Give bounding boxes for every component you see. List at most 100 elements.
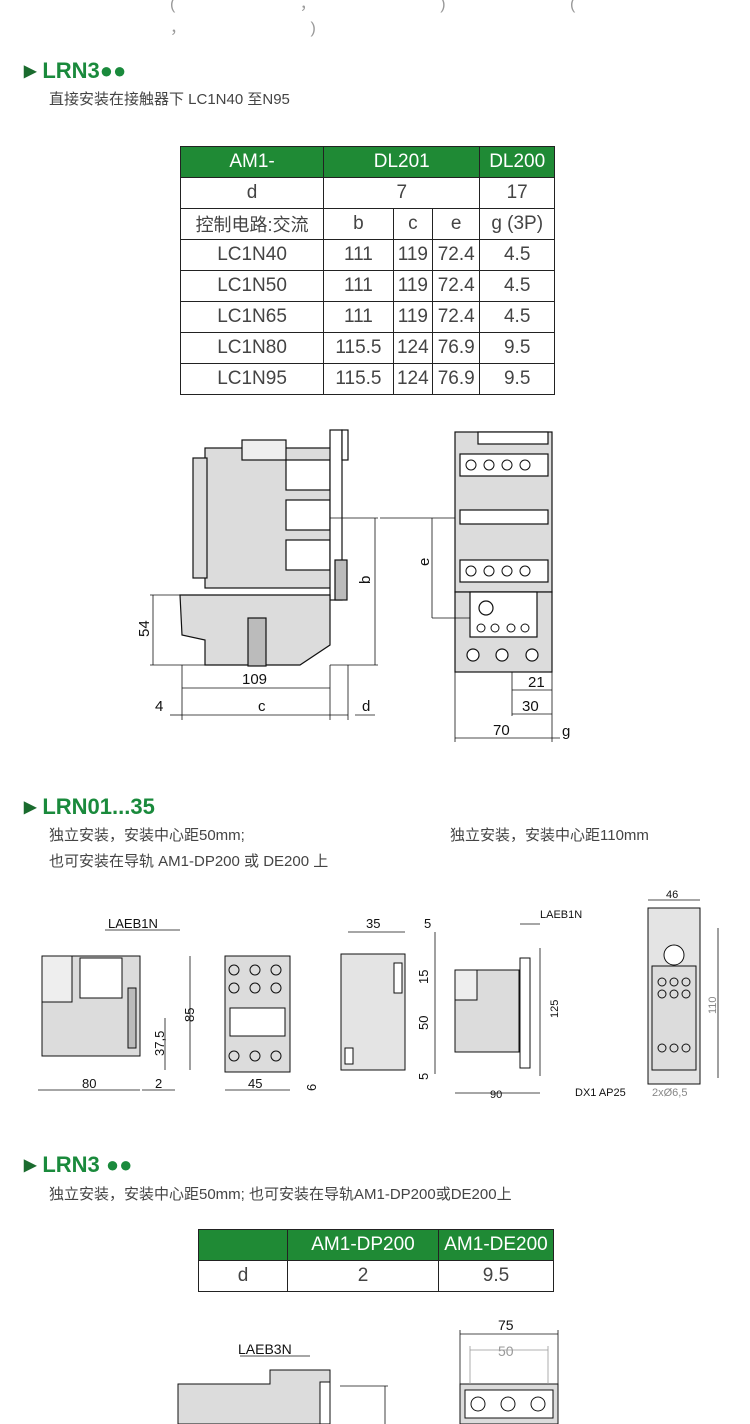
table-cell: 115.5	[323, 332, 394, 364]
table-cell: g (3P)	[479, 208, 555, 240]
dim-85-label: 85	[182, 1008, 197, 1022]
laeb1n-label-a: LAEB1N	[108, 916, 158, 931]
dim-d-label: d	[362, 698, 370, 715]
table-cell: 124	[392, 332, 434, 364]
table-row: LC1N80 115.5 124 76.9 9.5	[179, 332, 555, 364]
table-cell: 9.5	[479, 332, 555, 364]
dim-5b-label: 5	[416, 1073, 431, 1080]
section3-drawing: LAEB3N 75 50	[177, 1317, 559, 1424]
arrow-icon: ▶	[24, 799, 37, 816]
section3-table: AM1-DP200 AM1-DE200 d 2 9.5	[198, 1229, 554, 1292]
dim-21-label: 21	[528, 674, 545, 691]
laeb1n-label-b: LAEB1N	[540, 909, 582, 921]
section2-subtitle-right: 独立安装，安装中心距110mm	[450, 827, 649, 844]
top-fragment: ( ， ) ( ， )	[170, 0, 636, 37]
table-cell: c	[392, 208, 434, 240]
laeb3n-label: LAEB3N	[238, 1341, 292, 1357]
section2-drawing: LAEB1N 85 37,5 80 2 45 35 5 15 50 5 6 LA…	[38, 889, 719, 1101]
dim-15-label: 15	[416, 970, 431, 984]
section2-title-text: LRN01...35	[42, 794, 155, 819]
table-cell: 7	[323, 177, 481, 209]
table-header-cell: DL200	[479, 146, 555, 178]
section3-title-text: LRN3 ●●	[42, 1152, 133, 1177]
dim-50-label: 50	[498, 1343, 514, 1359]
table-cell: 76.9	[431, 363, 481, 395]
table-cell: 2	[287, 1260, 439, 1292]
table-cell: 4.5	[479, 301, 555, 333]
table-row: d 2 9.5	[198, 1260, 554, 1292]
table-cell: d	[179, 177, 325, 209]
dim-35-label: 35	[366, 916, 380, 931]
dim-5a-label: 5	[424, 916, 431, 931]
table-cell: LC1N65	[179, 301, 325, 333]
table-cell: e	[431, 208, 481, 240]
table-cell: LC1N50	[179, 270, 325, 302]
table-row: LC1N40 111 119 72.4 4.5	[179, 239, 555, 271]
table-header-cell: AM1-	[179, 146, 325, 178]
table-cell: 17	[479, 177, 555, 209]
table-cell: 控制电路:交流	[179, 208, 325, 240]
dim-46-label: 46	[666, 889, 678, 901]
table-header-cell	[198, 1229, 288, 1261]
dim-75-label: 75	[498, 1317, 514, 1333]
table-cell: b	[323, 208, 394, 240]
table-cell: 124	[392, 363, 434, 395]
dim-110-label: 110	[707, 996, 719, 1014]
section2-subtitle-left-2: 也可安装在导轨 AM1-DP200 或 DE200 上	[49, 853, 329, 870]
table-row: LC1N65 111 119 72.4 4.5	[179, 301, 555, 333]
dim-b-label: b	[357, 576, 374, 584]
table-cell: 111	[323, 270, 394, 302]
table-cell: 119	[392, 239, 434, 271]
section1-title: ▶ LRN3●●	[24, 58, 126, 84]
hole-label: 2xØ6,5	[652, 1087, 687, 1099]
table-cell: LC1N95	[179, 363, 325, 395]
section1-drawing: 54 109 4 c d b e 21 30 70	[136, 429, 570, 742]
table-cell: 9.5	[438, 1260, 554, 1292]
table-cell: d	[198, 1260, 288, 1292]
table-cell: LC1N40	[179, 239, 325, 271]
dx1-label: DX1 AP25	[575, 1087, 626, 1099]
table-cell: 72.4	[431, 270, 481, 302]
dim-125-label: 125	[549, 1000, 561, 1018]
section2-title: ▶ LRN01...35	[24, 794, 155, 820]
dim-4-label: 4	[155, 698, 163, 715]
dim-109-label: 109	[242, 671, 267, 688]
dim-e-label: e	[416, 558, 433, 566]
table-cell: LC1N80	[179, 332, 325, 364]
dim-2-label: 2	[155, 1076, 162, 1091]
table-header-cell: AM1-DP200	[287, 1229, 439, 1261]
section2-subtitle-left-1: 独立安装，安装中心距50mm;	[49, 827, 245, 844]
section1-subtitle: 直接安装在接触器下 LC1N40 至N95	[49, 91, 290, 108]
section3-subtitle: 独立安装，安装中心距50mm; 也可安装在导轨AM1-DP200或DE200上	[49, 1186, 512, 1203]
table-cell: 111	[323, 301, 394, 333]
table-header-cell: AM1-DE200	[438, 1229, 554, 1261]
dim-50-label: 50	[416, 1016, 431, 1030]
dim-30-label: 30	[522, 698, 539, 715]
table-row: LC1N50 111 119 72.4 4.5	[179, 270, 555, 302]
table-row: LC1N95 115.5 124 76.9 9.5	[179, 363, 555, 395]
dim-45-label: 45	[248, 1076, 262, 1091]
section1-table: AM1- DL201 DL200 d 7 17 控制电路:交流 b c e g …	[179, 146, 555, 395]
section1-title-text: LRN3●●	[42, 58, 127, 83]
dim-70-label: 70	[493, 722, 510, 739]
table-cell: 72.4	[431, 239, 481, 271]
table-header-cell: DL201	[323, 146, 481, 178]
table-cell: 4.5	[479, 239, 555, 271]
dim-g-label: g	[562, 723, 570, 740]
arrow-icon: ▶	[24, 63, 37, 80]
section3-title: ▶ LRN3 ●●	[24, 1152, 132, 1178]
table-cell: 4.5	[479, 270, 555, 302]
dim-6-label: 6	[304, 1084, 319, 1091]
dim-c-label: c	[258, 698, 266, 715]
arrow-icon: ▶	[24, 1157, 37, 1174]
table-cell: 76.9	[431, 332, 481, 364]
table-cell: 119	[392, 270, 434, 302]
dim-54-label: 54	[136, 620, 153, 637]
table-cell: 119	[392, 301, 434, 333]
dim-37-5-label: 37,5	[152, 1031, 167, 1056]
dim-90-label: 90	[490, 1089, 502, 1101]
table-cell: 72.4	[431, 301, 481, 333]
table-cell: 111	[323, 239, 394, 271]
table-cell: 9.5	[479, 363, 555, 395]
dim-80-label: 80	[82, 1076, 96, 1091]
